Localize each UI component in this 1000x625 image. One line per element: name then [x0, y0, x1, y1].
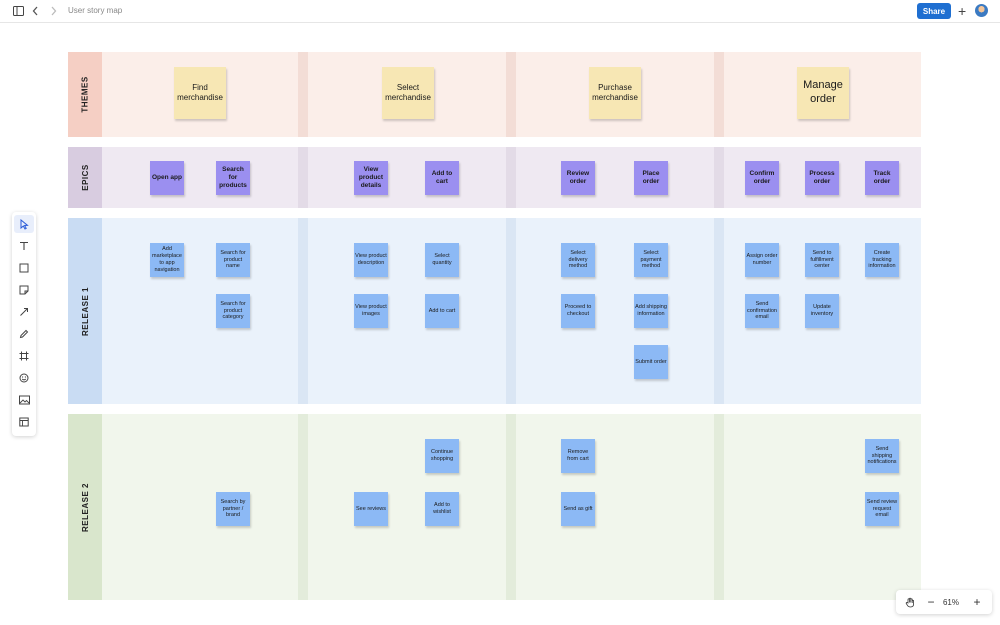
story-note[interactable]: Add marketplace to app navigation	[150, 243, 184, 277]
column-separator	[506, 414, 516, 600]
row-label-themes: THEMES	[68, 52, 102, 137]
row-label-release-2: RELEASE 2	[68, 414, 102, 600]
select-pointer-icon[interactable]	[14, 215, 34, 233]
story-note[interactable]: Select delivery method	[561, 243, 595, 277]
tool-palette	[12, 212, 36, 436]
story-note[interactable]: Send confirmation email	[745, 294, 779, 328]
connector-arrow-tool-icon[interactable]	[14, 303, 34, 321]
rectangle-tool-icon[interactable]	[14, 259, 34, 277]
story-note[interactable]: Send review request email	[865, 492, 899, 526]
zoom-level[interactable]: 61%	[942, 597, 959, 607]
zoom-out-icon[interactable]: −	[927, 595, 935, 609]
column-separator	[714, 147, 724, 208]
zoom-in-icon[interactable]: +	[973, 595, 981, 609]
epic-note[interactable]: Process order	[805, 161, 839, 195]
share-button[interactable]: Share	[917, 3, 951, 19]
text-tool-icon[interactable]	[14, 237, 34, 255]
story-note[interactable]: Send shipping notifications	[865, 439, 899, 473]
back-arrow-icon[interactable]	[30, 4, 40, 18]
column-separator	[714, 414, 724, 600]
story-note[interactable]: See reviews	[354, 492, 388, 526]
column-separator	[506, 218, 516, 404]
theme-note[interactable]: Find merchandise	[174, 67, 226, 119]
story-note[interactable]: View product images	[354, 294, 388, 328]
epic-note[interactable]: Place order	[634, 161, 668, 195]
column-separator	[298, 414, 308, 600]
zoom-controls: − 61% +	[896, 590, 992, 614]
epic-note[interactable]: View product details	[354, 161, 388, 195]
epic-note[interactable]: Confirm order	[745, 161, 779, 195]
story-note[interactable]: Select quantity	[425, 243, 459, 277]
emoji-sticker-tool-icon[interactable]	[14, 369, 34, 387]
story-note[interactable]: Send to fulfillment center	[805, 243, 839, 277]
epic-note[interactable]: Add to cart	[425, 161, 459, 195]
frame-tool-icon[interactable]	[14, 347, 34, 365]
pen-tool-icon[interactable]	[14, 325, 34, 343]
column-separator	[714, 218, 724, 404]
story-note[interactable]: Create tracking information	[865, 243, 899, 277]
theme-note[interactable]: Purchase merchandise	[589, 67, 641, 119]
theme-note[interactable]: Select merchandise	[382, 67, 434, 119]
avatar[interactable]	[975, 4, 988, 17]
hand-pan-icon[interactable]	[902, 594, 918, 610]
story-note[interactable]: Add shipping information	[634, 294, 668, 328]
row-label-release-1: RELEASE 1	[68, 218, 102, 404]
top-bar: User story map Share +	[0, 0, 1000, 23]
story-note[interactable]: Assign order number	[745, 243, 779, 277]
template-tool-icon[interactable]	[14, 413, 34, 431]
theme-note[interactable]: Manage order	[797, 67, 849, 119]
story-note[interactable]: Add to wishlist	[425, 492, 459, 526]
document-title[interactable]: User story map	[68, 6, 123, 15]
image-tool-icon[interactable]	[14, 391, 34, 409]
column-separator	[714, 52, 724, 137]
story-note[interactable]: Search for product category	[216, 294, 250, 328]
column-separator	[506, 52, 516, 137]
column-separator	[298, 52, 308, 137]
story-note[interactable]: Continue shopping	[425, 439, 459, 473]
story-note[interactable]: Update inventory	[805, 294, 839, 328]
add-icon[interactable]: +	[958, 3, 967, 19]
sticky-note-tool-icon[interactable]	[14, 281, 34, 299]
story-note[interactable]: Search for product name	[216, 243, 250, 277]
story-note[interactable]: Search by partner / brand	[216, 492, 250, 526]
row-label-epics: EPICS	[68, 147, 102, 208]
story-note[interactable]: Remove from cart	[561, 439, 595, 473]
epic-note[interactable]: Search for products	[216, 161, 250, 195]
forward-arrow-icon[interactable]	[48, 4, 58, 18]
story-note[interactable]: View product description	[354, 243, 388, 277]
story-note[interactable]: Send as gift	[561, 492, 595, 526]
story-note[interactable]: Add to cart	[425, 294, 459, 328]
story-map-board: THEMES EPICS RELEASE 1 RELEASE 2 Find me…	[68, 52, 921, 600]
column-separator	[298, 218, 308, 404]
epic-note[interactable]: Review order	[561, 161, 595, 195]
epic-note[interactable]: Open app	[150, 161, 184, 195]
column-separator	[506, 147, 516, 208]
story-note[interactable]: Submit order	[634, 345, 668, 379]
column-separator	[298, 147, 308, 208]
story-note[interactable]: Proceed to checkout	[561, 294, 595, 328]
story-note[interactable]: Select payment method	[634, 243, 668, 277]
epic-note[interactable]: Track order	[865, 161, 899, 195]
sidebar-toggle-icon[interactable]	[11, 4, 25, 18]
